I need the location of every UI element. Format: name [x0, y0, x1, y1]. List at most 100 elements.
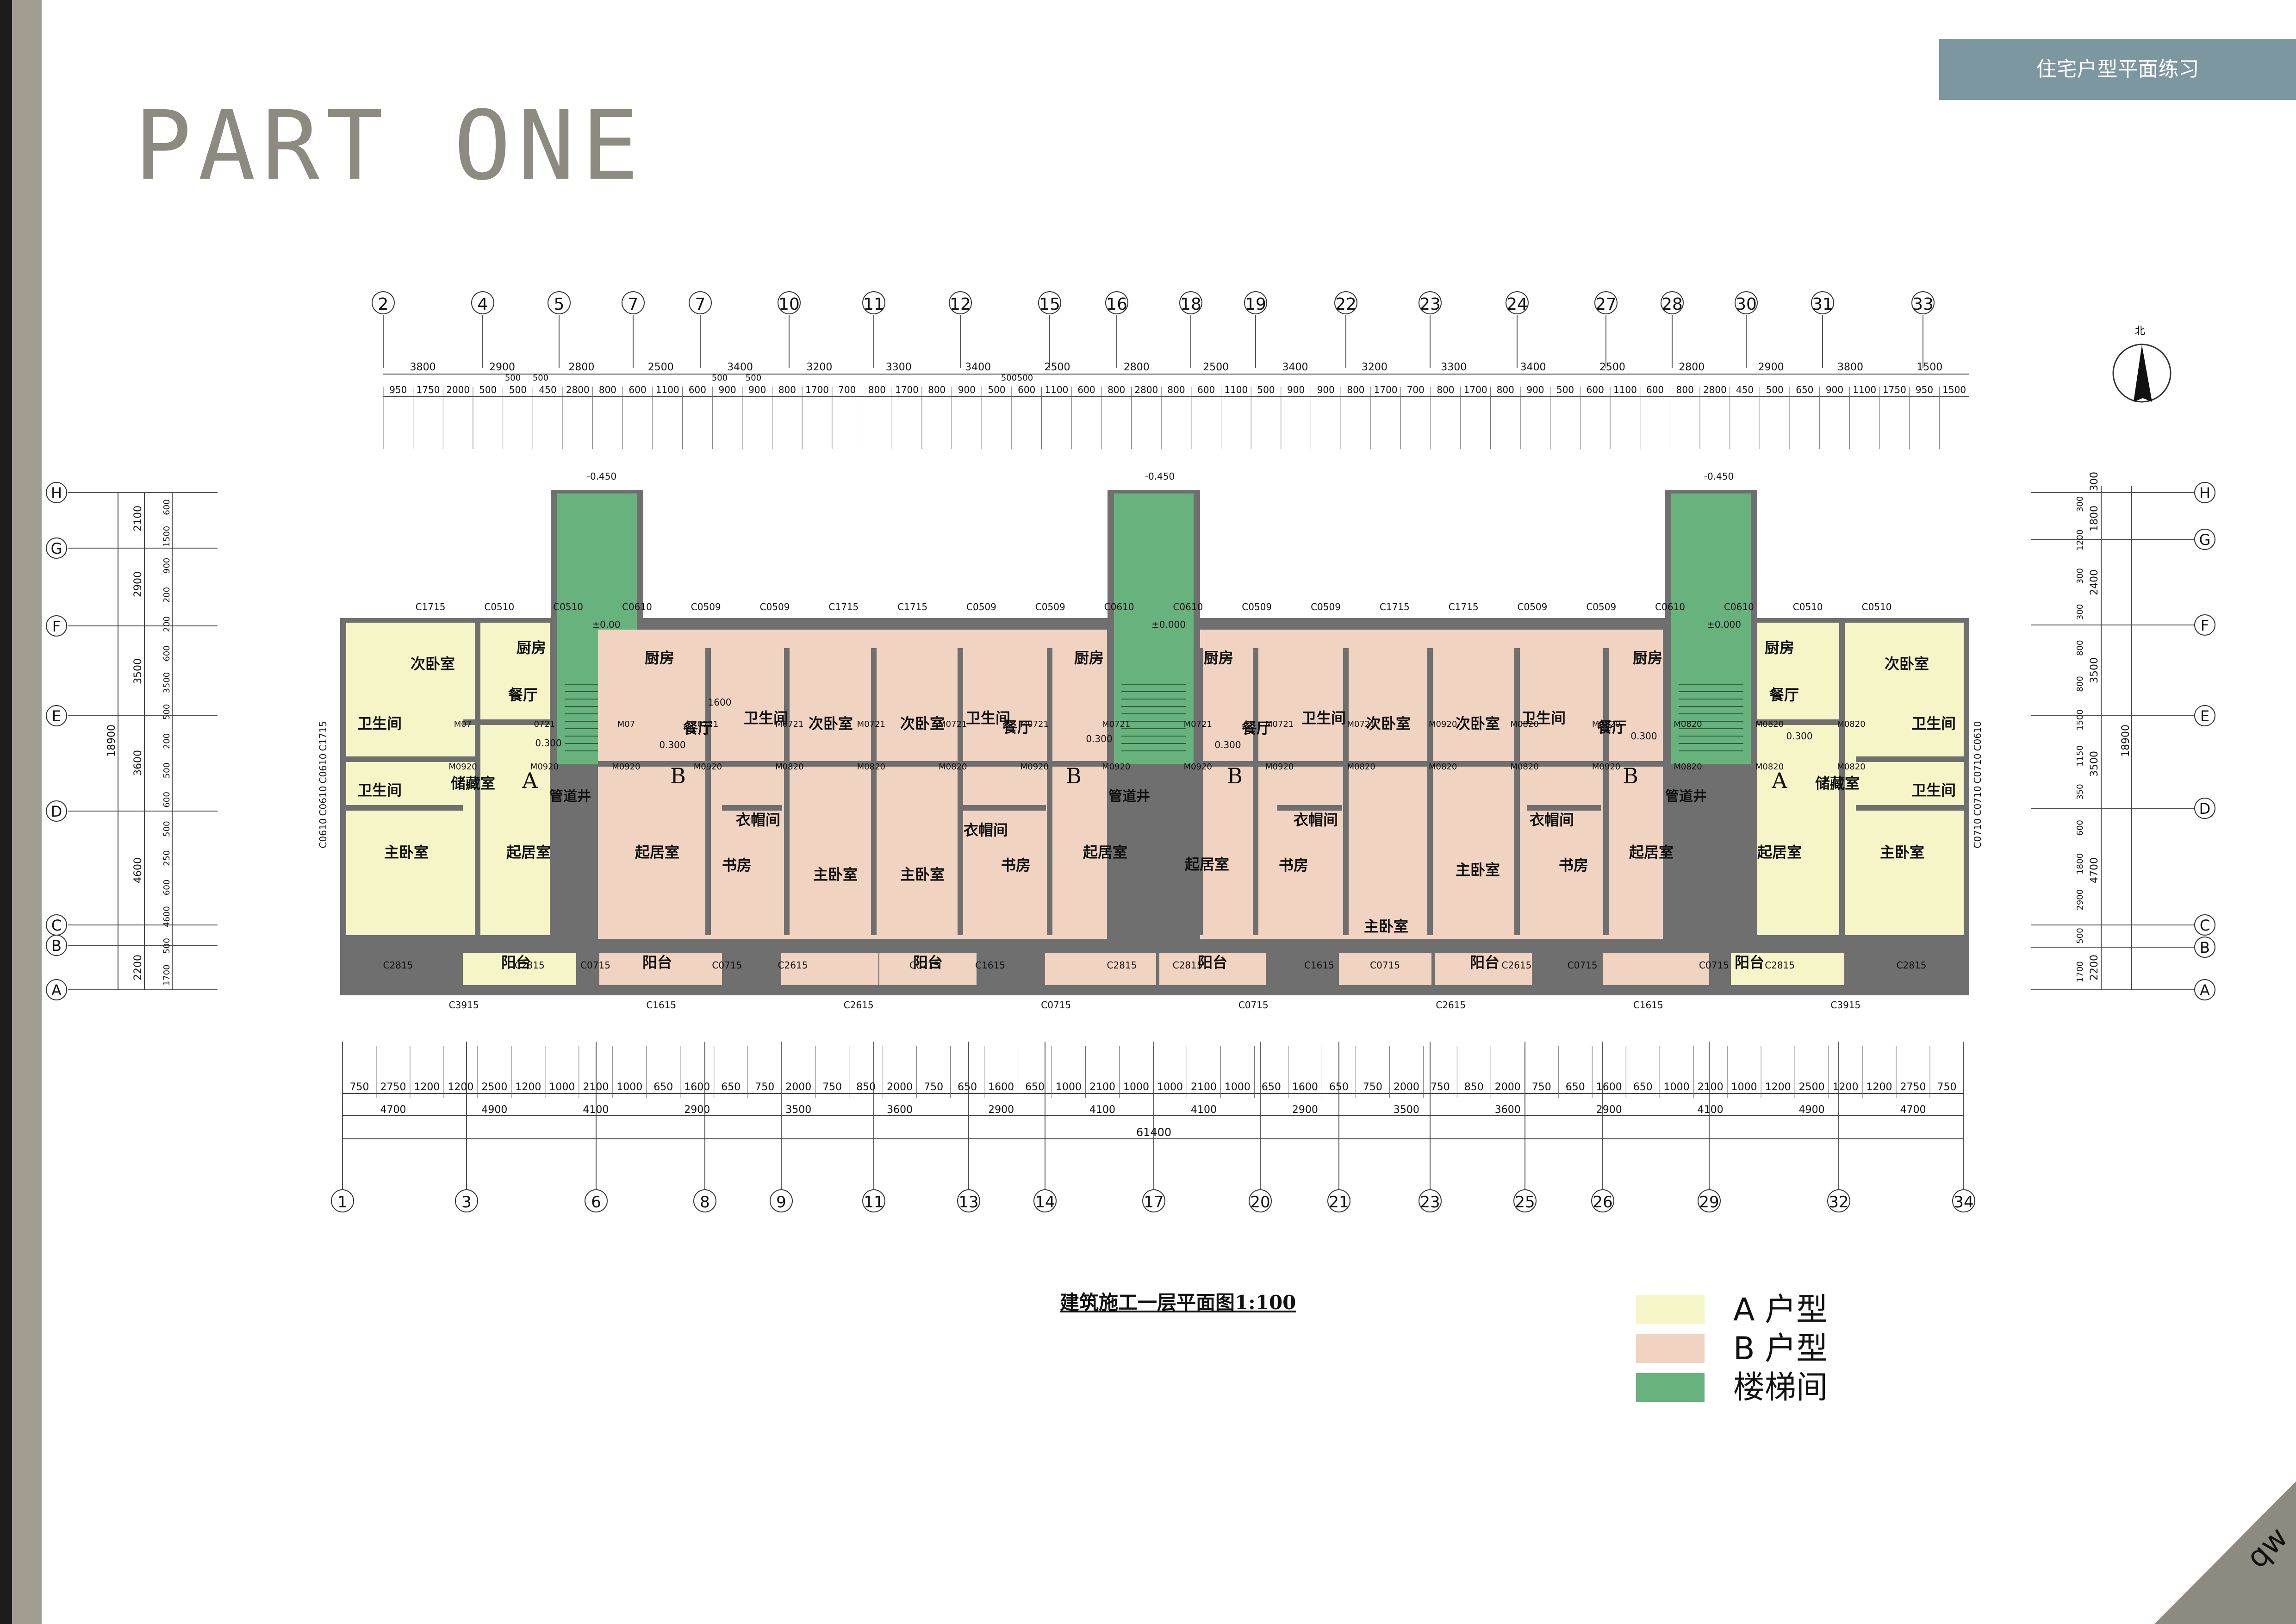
window-label: C0509 — [1242, 601, 1272, 612]
room-label: 主卧室 — [900, 866, 945, 883]
window-label: C0610 — [622, 601, 652, 612]
dim-text-right-inner: 350 — [2075, 784, 2085, 800]
window-label: C2815 — [383, 960, 413, 971]
axis-bubble-bottom — [1419, 1189, 1442, 1212]
elevation-mark: -0.450 — [587, 471, 616, 482]
dim-text-bottom-row1: 650 — [1566, 1081, 1585, 1093]
axis-label-top: 10 — [778, 295, 800, 314]
room-label: 储藏室 — [1815, 775, 1860, 792]
axis-bubble-top — [471, 291, 494, 314]
elevation-mark: 0.300 — [659, 739, 685, 750]
dim-text-bottom-row1: 2100 — [1698, 1081, 1724, 1093]
dim-text-left-outer: 2200 — [132, 955, 144, 981]
dim-text-left-inner: 500 — [162, 938, 172, 954]
unit-b3-balcony2 — [1339, 953, 1431, 985]
dim-text-right-outer: 1800 — [2089, 506, 2100, 531]
window-label: C2815 — [1765, 960, 1795, 971]
dim-text-bottom-row1: 1000 — [616, 1081, 642, 1093]
dim-text-top-row2: 900 — [719, 384, 736, 395]
window-label: C0610 — [1104, 601, 1134, 612]
dim-text-top-row2: 800 — [1167, 384, 1185, 395]
window-label: C1715 — [897, 601, 927, 612]
door-label: M0820 — [857, 762, 885, 772]
unit-a-right-fill — [1757, 623, 1964, 935]
room-label: 主卧室 — [1880, 843, 1924, 861]
dim-text-top-row2: 650 — [1796, 384, 1813, 395]
axis-label-left: D — [51, 803, 62, 820]
axis-bubble-left — [46, 800, 67, 822]
dim-text-top-row2: 1750 — [1883, 384, 1906, 395]
door-label: M0820 — [939, 762, 967, 772]
room-label: 餐厅 — [1002, 718, 1032, 736]
window-label: C0610 — [1655, 601, 1685, 612]
window-label: C0610 — [1724, 601, 1754, 612]
dim-text-top-row2: 500 — [509, 384, 527, 395]
door-label: M0920 — [1592, 762, 1620, 772]
dim-text-left-outer: 3500 — [132, 658, 144, 684]
window-label: C1715 — [1449, 601, 1479, 612]
window-label: C0610 — [1972, 721, 1983, 751]
dim-text-top-row2: 800 — [1108, 384, 1125, 395]
axis-label-bottom: 8 — [700, 1193, 710, 1212]
window-label: C2615 — [1502, 960, 1532, 971]
dim-text-bottom-row1: 650 — [1262, 1081, 1281, 1093]
axis-label-top: 7 — [628, 295, 639, 314]
window-label: C0715 — [580, 960, 610, 971]
dim-text-right-outer: 3500 — [2089, 751, 2100, 777]
window-label: C0610 — [1173, 601, 1203, 612]
dim-text-top-row2: 2800 — [1703, 384, 1727, 395]
door-label: M0820 — [1510, 719, 1538, 729]
dim-text-bottom-total: 61400 — [1136, 1126, 1171, 1139]
door-label: M0920 — [1429, 719, 1457, 729]
axis-label-bottom: 29 — [1699, 1193, 1719, 1212]
room-label: 起居室 — [635, 843, 679, 861]
room-label: 次卧室 — [1456, 715, 1500, 732]
door-label: M0920 — [1102, 762, 1130, 772]
dim-text-top-row2: 900 — [748, 384, 766, 395]
window-label: C0509 — [1586, 601, 1616, 612]
door-label: M0920 — [530, 762, 559, 772]
dim-text-top-row2: 900 — [1826, 384, 1843, 395]
dim-text-bottom-row1: 2750 — [1900, 1081, 1926, 1093]
axis-bubble-left — [46, 705, 67, 726]
window-label: C0715 — [909, 960, 940, 971]
axis-bubble-bottom — [331, 1189, 354, 1212]
window-label: C0610 — [317, 818, 329, 849]
dim-text-bottom-row1: 1200 — [448, 1081, 473, 1093]
dim-text-left-inner: 200 — [162, 587, 172, 603]
dim-text-top-row2: 1100 — [656, 384, 679, 395]
unit-a-left-balcony — [463, 953, 576, 985]
dim-text-right-outer: 4700 — [2089, 857, 2100, 883]
axis-bubble-top — [862, 291, 885, 314]
dim-text-left-inner: 4600 — [162, 906, 172, 927]
room-label: 衣帽间 — [736, 811, 780, 829]
dim-text-left-outer: 4600 — [132, 857, 144, 883]
axis-bubble-top — [548, 291, 571, 314]
door-label: M0920 — [1020, 762, 1049, 772]
dim-text-bottom-row1: 1600 — [684, 1081, 710, 1093]
dim-text-bottom-row2: 3500 — [785, 1104, 811, 1116]
window-label: C2615 — [844, 999, 874, 1011]
elevation-mark: -0.450 — [1704, 471, 1734, 482]
dim-text-left-inner: 250 — [162, 850, 172, 866]
dim-text-bottom-row2: 4100 — [1698, 1104, 1724, 1116]
dim-text-bottom-row1: 2100 — [583, 1081, 609, 1093]
dim-text-top-row2: 800 — [1497, 384, 1514, 395]
dim-text-bottom-row1: 650 — [958, 1081, 977, 1093]
window-label: C0710 — [1972, 818, 1983, 849]
room-label: 书房 — [1559, 856, 1588, 874]
room-label: 起居室 — [1083, 843, 1127, 861]
axis-label-bottom: 20 — [1250, 1193, 1270, 1212]
axis-bubble-right — [2194, 979, 2215, 1000]
door-label: M0920 — [1184, 762, 1212, 772]
axis-label-bottom: 3 — [461, 1193, 472, 1212]
dim-text-bottom-row1: 2500 — [481, 1081, 507, 1093]
axis-label-top: 18 — [1180, 295, 1201, 314]
axis-bubble-top — [689, 291, 712, 314]
room-label: 衣帽间 — [964, 821, 1008, 839]
window-label: C0715 — [712, 960, 742, 971]
window-label: C1615 — [1633, 999, 1663, 1011]
axis-label-right: G — [2199, 531, 2211, 549]
axis-bubble-left — [46, 935, 67, 956]
axis-label-left: G — [51, 540, 62, 557]
